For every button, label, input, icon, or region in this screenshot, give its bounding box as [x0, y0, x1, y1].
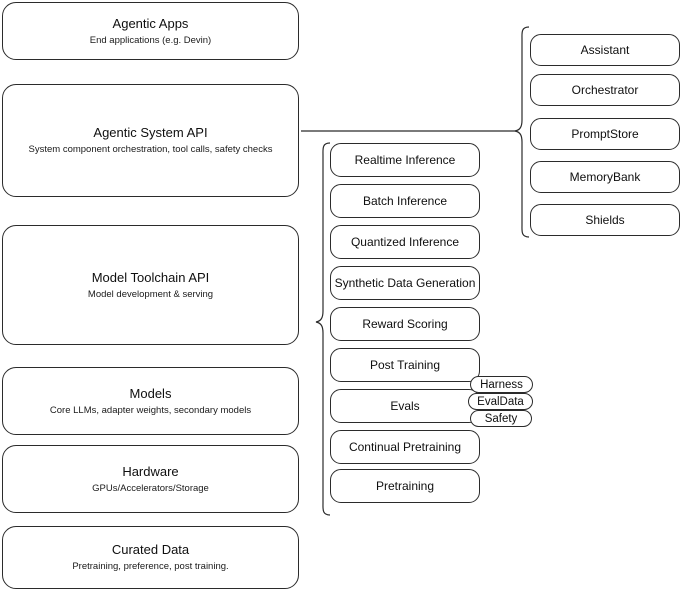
system-component-label: Orchestrator — [571, 83, 639, 97]
stack-layer-models[interactable]: Models Core LLMs, adapter weights, secon… — [2, 367, 299, 435]
toolchain-item-reward-scoring[interactable]: Reward Scoring — [330, 307, 480, 341]
system-component-shields[interactable]: Shields — [530, 204, 680, 236]
stack-layer-subtitle: End applications (e.g. Devin) — [89, 34, 212, 46]
toolchain-item-pretraining[interactable]: Pretraining — [330, 469, 480, 503]
toolchain-item-quantized-inference[interactable]: Quantized Inference — [330, 225, 480, 259]
toolchain-item-continual-pretraining[interactable]: Continual Pretraining — [330, 430, 480, 464]
stack-layer-subtitle: Model development & serving — [87, 288, 214, 300]
system-component-memorybank[interactable]: MemoryBank — [530, 161, 680, 193]
toolchain-item-label: Quantized Inference — [350, 235, 460, 249]
stack-layer-title: Curated Data — [111, 542, 190, 557]
system-component-promptstore[interactable]: PromptStore — [530, 118, 680, 150]
toolchain-item-label: Synthetic Data Generation — [334, 276, 476, 290]
stack-layer-subtitle: System component orchestration, tool cal… — [28, 144, 273, 155]
toolchain-item-label: Realtime Inference — [354, 153, 456, 167]
toolchain-item-post-training[interactable]: Post Training — [330, 348, 480, 382]
toolchain-item-label: Batch Inference — [362, 194, 448, 208]
system-component-label: MemoryBank — [569, 170, 641, 184]
stack-layer-agentic-system-api[interactable]: Agentic System API System component orch… — [2, 84, 299, 197]
stack-layer-hardware[interactable]: Hardware GPUs/Accelerators/Storage — [2, 445, 299, 513]
toolchain-item-evals[interactable]: Evals — [330, 389, 480, 423]
system-component-label: Assistant — [580, 43, 630, 57]
stack-layer-subtitle: Core LLMs, adapter weights, secondary mo… — [49, 404, 252, 416]
stack-layer-title: Model Toolchain API — [91, 269, 210, 285]
stack-layer-agentic-apps[interactable]: Agentic Apps End applications (e.g. Devi… — [2, 2, 299, 60]
stack-layer-model-toolchain-api[interactable]: Model Toolchain API Model development & … — [2, 225, 299, 345]
evals-badge-label: EvalData — [477, 395, 524, 408]
toolchain-item-label: Post Training — [369, 358, 441, 372]
system-component-label: Shields — [585, 213, 625, 227]
toolchain-item-label: Reward Scoring — [362, 317, 448, 331]
toolchain-item-synthetic-data-generation[interactable]: Synthetic Data Generation — [330, 266, 480, 300]
toolchain-components-brace — [315, 142, 331, 516]
stack-layer-title: Agentic Apps — [112, 15, 189, 31]
evals-badge-harness[interactable]: Harness — [470, 376, 533, 393]
toolchain-item-batch-inference[interactable]: Batch Inference — [330, 184, 480, 218]
stack-layer-curated-data[interactable]: Curated Data Pretraining, preference, po… — [2, 526, 299, 589]
system-component-label: PromptStore — [571, 127, 639, 141]
stack-layer-title: Agentic System API — [93, 125, 208, 140]
stack-layer-title: Models — [129, 385, 172, 401]
system-component-orchestrator[interactable]: Orchestrator — [530, 74, 680, 106]
toolchain-item-realtime-inference[interactable]: Realtime Inference — [330, 143, 480, 177]
system-components-brace — [514, 26, 530, 238]
toolchain-item-label: Pretraining — [375, 479, 435, 493]
evals-badge-label: Safety — [484, 412, 518, 425]
evals-badge-safety[interactable]: Safety — [470, 410, 532, 427]
evals-badge-label: Harness — [480, 378, 523, 391]
stack-layer-title: Hardware — [122, 463, 179, 479]
stack-layer-subtitle: Pretraining, preference, post training. — [72, 561, 229, 572]
toolchain-item-label: Evals — [390, 399, 420, 413]
toolchain-item-label: Continual Pretraining — [348, 440, 462, 454]
system-component-assistant[interactable]: Assistant — [530, 34, 680, 66]
stack-layer-subtitle: GPUs/Accelerators/Storage — [92, 482, 209, 494]
evals-badge-evaldata[interactable]: EvalData — [468, 393, 533, 410]
